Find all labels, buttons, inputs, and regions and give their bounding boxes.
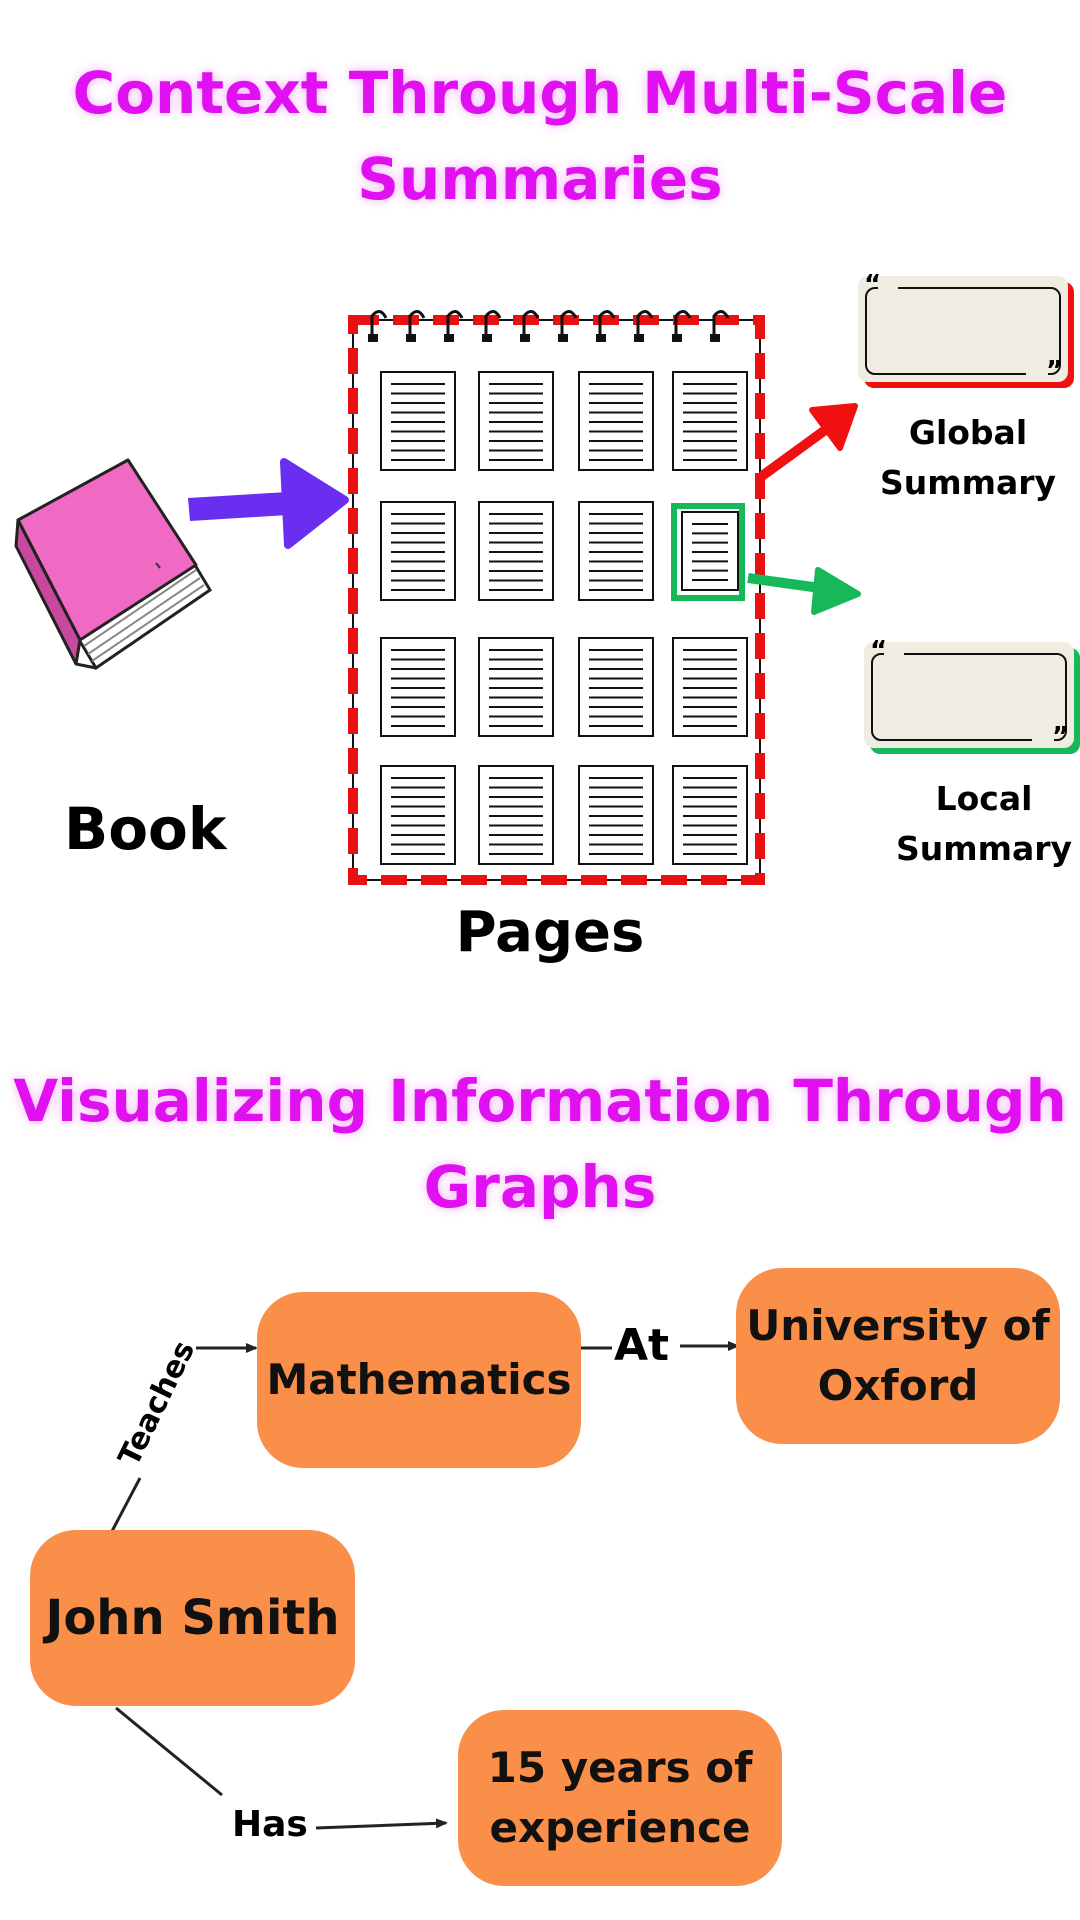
section2-title-line1: Visualizing Information Through	[13, 1067, 1067, 1135]
spiral-hole	[406, 334, 416, 342]
page-thumbnail	[478, 637, 554, 737]
node-john-smith-label: John Smith	[45, 1590, 340, 1646]
page-thumbnail	[478, 371, 554, 471]
node-john-smith: John Smith	[30, 1530, 355, 1706]
notebook-pages	[348, 310, 765, 885]
page-thumbnails	[380, 371, 748, 865]
spiral-ring	[484, 310, 502, 336]
page-thumbnail	[672, 371, 748, 471]
section2-title-line2: Graphs	[423, 1153, 657, 1221]
spiral-hole	[634, 334, 644, 342]
spiral-hole	[368, 334, 378, 342]
spiral-hole	[596, 334, 606, 342]
global-summary-card	[858, 276, 1074, 388]
spiral-ring	[408, 310, 426, 336]
page-thumbnail	[578, 501, 654, 601]
node-mathematics-label: Mathematics	[266, 1355, 572, 1404]
page-thumbnail	[578, 637, 654, 737]
spiral-ring	[712, 310, 730, 336]
purple-arrow-icon	[188, 458, 349, 549]
red-arrow-icon	[759, 403, 858, 481]
page-thumbnail	[681, 511, 739, 591]
spiral-hole	[444, 334, 454, 342]
summaries-illustration	[14, 276, 1080, 885]
node-university-of-oxford: University of Oxford	[736, 1268, 1060, 1444]
page-thumbnail	[578, 765, 654, 865]
global-quote-open: “	[864, 270, 882, 300]
page-thumbnail	[478, 501, 554, 601]
book-label: Book	[64, 795, 227, 863]
spiral-hole	[672, 334, 682, 342]
node-mathematics: Mathematics	[257, 1292, 581, 1468]
node-oxford-label: University of Oxford	[746, 1296, 1050, 1416]
book-icon	[14, 458, 213, 671]
spiral-ring	[636, 310, 654, 336]
spiral-hole	[558, 334, 568, 342]
page-thumbnail	[380, 501, 456, 601]
spiral-hole	[482, 334, 492, 342]
section1-title-line1: Context Through Multi-Scale	[72, 59, 1008, 127]
local-summary-label-line1: Local	[935, 779, 1033, 818]
node-experience: 15 years of experience	[458, 1710, 782, 1886]
page-thumbnail	[380, 637, 456, 737]
node-oxford-label-line2: Oxford	[817, 1361, 979, 1410]
edge-label-at: At	[614, 1320, 670, 1371]
spiral-ring	[560, 310, 578, 336]
spiral-hole	[710, 334, 720, 342]
local-summary-label: Local Summary	[884, 774, 1080, 874]
spiral-binding	[368, 310, 730, 342]
local-quote-open: “	[870, 636, 888, 666]
page-thumbnail	[380, 371, 456, 471]
spiral-hole	[520, 334, 530, 342]
section1-title-line2: Summaries	[357, 145, 723, 213]
spiral-ring	[674, 310, 692, 336]
local-quote-close: ”	[1052, 722, 1070, 752]
highlighted-page	[671, 503, 745, 601]
spiral-ring	[522, 310, 540, 336]
page-thumbnail	[478, 765, 554, 865]
edge-has-right	[315, 1818, 448, 1830]
local-summary-label-line2: Summary	[895, 829, 1073, 868]
node-experience-label-line2: experience	[489, 1803, 751, 1852]
section1-title: Context Through Multi-Scale Summaries	[0, 50, 1080, 222]
edge-teaches-lower	[108, 1477, 142, 1536]
node-oxford-label-line1: University of	[746, 1301, 1050, 1350]
spiral-ring	[446, 310, 464, 336]
global-summary-label: Global Summary	[868, 408, 1068, 508]
local-summary-card	[864, 642, 1080, 754]
edge-label-has: Has	[232, 1804, 308, 1845]
node-experience-label-line1: 15 years of	[487, 1743, 753, 1792]
global-summary-label-line2: Summary	[879, 463, 1057, 502]
page-thumbnail	[380, 765, 456, 865]
page-thumbnail	[672, 765, 748, 865]
edge-has-left	[115, 1706, 223, 1797]
spiral-ring	[598, 310, 616, 336]
global-summary-label-line1: Global	[908, 413, 1028, 452]
page-thumbnail	[578, 371, 654, 471]
green-arrow-icon	[747, 567, 861, 615]
page-thumbnail	[672, 637, 748, 737]
spiral-ring	[370, 310, 388, 336]
section2-title: Visualizing Information Through Graphs	[0, 1058, 1080, 1230]
node-experience-label: 15 years of experience	[488, 1738, 753, 1858]
global-quote-close: ”	[1046, 356, 1064, 386]
pages-label: Pages	[455, 900, 645, 965]
